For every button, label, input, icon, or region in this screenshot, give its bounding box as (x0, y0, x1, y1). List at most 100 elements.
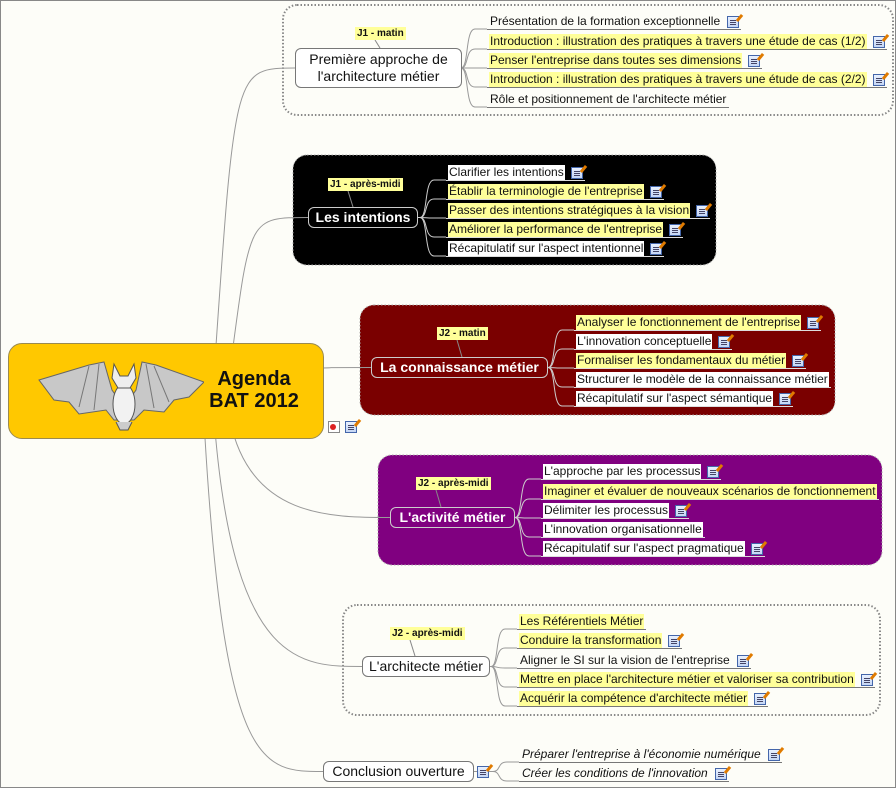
subtopic-item[interactable]: L'approche par les processus (541, 464, 722, 480)
subtopic-item[interactable]: Structurer le modèle de la connaissance … (574, 372, 831, 388)
boundary (342, 604, 881, 716)
subtopic-item[interactable]: Introduction : illustration des pratique… (487, 34, 887, 50)
branch-topic[interactable]: L'architecte métier (362, 656, 490, 677)
subtopic-text: Récapitulatif sur l'aspect pragmatique (543, 541, 745, 556)
session-label: J2 - matin (437, 327, 488, 340)
note-icon[interactable] (718, 335, 731, 348)
child-connector (547, 348, 574, 368)
branch-connector (214, 67, 296, 361)
subtopic-text: Rôle et positionnement de l'architecte m… (490, 92, 727, 106)
subtopic-item[interactable]: Améliorer la performance de l'entreprise (446, 222, 684, 238)
note-icon[interactable] (650, 242, 663, 255)
note-icon[interactable] (872, 73, 885, 86)
boundary (282, 4, 894, 116)
subtopic-item[interactable]: Les Référentiels Métier (517, 614, 647, 630)
child-connector (514, 517, 541, 557)
subtopic-text: Imaginer et évaluer de nouveaux scénario… (543, 484, 877, 499)
note-icon[interactable] (477, 766, 489, 778)
subtopic-item[interactable]: L'innovation conceptuelle (574, 334, 733, 350)
subtopic-text: L'approche par les processus (543, 464, 702, 479)
subtopic-item[interactable]: Établir la terminologie de l'entreprise (446, 184, 664, 200)
subtopic-item[interactable]: Introduction : illustration des pratique… (487, 72, 887, 88)
central-title-line2: BAT 2012 (209, 390, 299, 412)
note-icon[interactable] (750, 542, 763, 555)
session-label: J2 - après-midi (390, 627, 465, 640)
subtopic-text: L'innovation conceptuelle (576, 334, 713, 349)
session-label: J1 - après-midi (328, 178, 403, 191)
subtopic-text: Passer des intentions stratégiques à la … (448, 203, 691, 218)
branch-topic[interactable]: Les intentions (308, 207, 418, 228)
subtopic-item[interactable]: Conduire la transformation (517, 633, 683, 649)
branch-topic[interactable]: Conclusion ouverture (323, 761, 474, 782)
note-icon[interactable] (860, 673, 873, 686)
bat-logo-icon (38, 361, 204, 431)
branch-topic[interactable]: Première approche de l'architecture méti… (295, 48, 462, 88)
child-connector (418, 217, 446, 257)
subtopic-item[interactable]: Créer les conditions de l'innovation (519, 766, 729, 782)
child-connector (514, 478, 541, 518)
note-icon[interactable] (872, 35, 885, 48)
subtopic-item[interactable]: Présentation de la formation exceptionne… (487, 14, 742, 30)
note-icon[interactable] (669, 223, 682, 236)
note-icon[interactable] (345, 421, 357, 433)
pdf-attachment-icon[interactable] (328, 421, 340, 433)
subtopic-text: Créer les conditions de l'innovation (522, 766, 708, 780)
subtopic-text: Structurer le modèle de la connaissance … (576, 372, 829, 387)
subtopic-text: Acquérir la compétence d'architecte méti… (519, 691, 749, 706)
subtopic-text: L'innovation organisationnelle (543, 522, 703, 537)
note-icon[interactable] (748, 54, 761, 67)
subtopic-text: Préparer l'entreprise à l'économie numér… (522, 747, 761, 761)
note-icon[interactable] (736, 654, 749, 667)
subtopic-item[interactable]: Clarifier les intentions (446, 165, 585, 181)
branch-connector (229, 419, 391, 518)
subtopic-item[interactable]: Analyser le fonctionnement de l'entrepri… (574, 315, 822, 331)
subtopic-item[interactable]: Penser l'entreprise dans toutes ses dime… (487, 53, 763, 69)
child-connector (547, 367, 574, 369)
subtopic-text: Aligner le SI sur la vision de l'entrepr… (520, 653, 730, 667)
branch-connector (214, 429, 363, 667)
subtopic-text: Les Référentiels Métier (519, 614, 645, 629)
note-icon[interactable] (570, 166, 583, 179)
subtopic-text: Récapitulatif sur l'aspect sémantique (576, 391, 774, 406)
note-icon[interactable] (767, 748, 780, 761)
note-icon[interactable] (727, 15, 740, 28)
subtopic-item[interactable]: Préparer l'entreprise à l'économie numér… (519, 747, 782, 763)
subtopic-text: Améliorer la performance de l'entreprise (448, 222, 664, 237)
child-connector (490, 666, 517, 707)
session-label: J2 - après-midi (416, 477, 491, 490)
branch-topic[interactable]: La connaissance métier (371, 357, 548, 378)
central-topic[interactable]: Agenda BAT 2012 (8, 343, 324, 439)
subtopic-item[interactable]: Imaginer et évaluer de nouveaux scénario… (541, 484, 879, 500)
subtopic-item[interactable]: Passer des intentions stratégiques à la … (446, 203, 711, 219)
subtopic-text: Présentation de la formation exceptionne… (490, 14, 721, 28)
subtopic-item[interactable]: Mettre en place l'architecture métier et… (517, 672, 875, 688)
branch-connector (322, 367, 372, 369)
subtopic-item[interactable]: L'innovation organisationnelle (541, 522, 705, 538)
note-icon[interactable] (649, 185, 662, 198)
note-icon[interactable] (792, 354, 805, 367)
subtopic-text: Clarifier les intentions (448, 165, 565, 180)
note-icon[interactable] (807, 316, 820, 329)
subtopic-item[interactable]: Aligner le SI sur la vision de l'entrepr… (517, 653, 751, 669)
child-connector (514, 517, 541, 519)
note-icon[interactable] (707, 465, 720, 478)
central-title-line1: Agenda (217, 368, 291, 390)
child-connector (460, 48, 487, 69)
note-icon[interactable] (714, 767, 727, 780)
subtopic-item[interactable]: Récapitulatif sur l'aspect sémantique (574, 391, 794, 407)
subtopic-item[interactable]: Récapitulatif sur l'aspect pragmatique (541, 541, 765, 557)
note-icon[interactable] (696, 204, 709, 217)
subtopic-item[interactable]: Formaliser les fondamentaux du métier (574, 353, 807, 369)
branch-topic[interactable]: L'activité métier (390, 507, 515, 528)
note-icon[interactable] (779, 392, 792, 405)
note-icon[interactable] (754, 692, 767, 705)
subtopic-item[interactable]: Récapitulatif sur l'aspect intentionnel (446, 241, 665, 257)
subtopic-item[interactable]: Rôle et positionnement de l'architecte m… (487, 92, 730, 108)
subtopic-item[interactable]: Acquérir la compétence d'architecte méti… (517, 691, 769, 707)
subtopic-text: Mettre en place l'architecture métier et… (519, 672, 855, 687)
subtopic-item[interactable]: Délimiter les processus (541, 503, 690, 519)
note-icon[interactable] (675, 504, 688, 517)
subtopic-text: Introduction : illustration des pratique… (489, 72, 867, 87)
note-icon[interactable] (668, 634, 681, 647)
child-connector (547, 367, 574, 407)
